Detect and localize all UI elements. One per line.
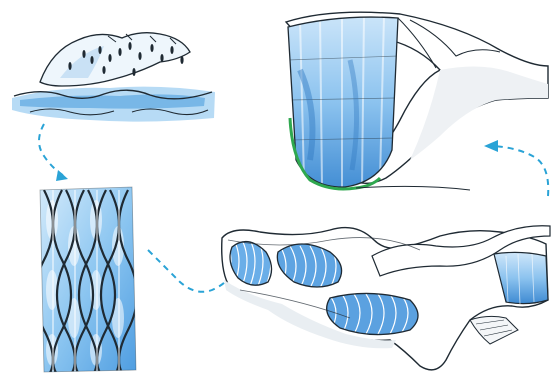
arrowhead-icon: [56, 170, 68, 181]
stage-atrium-detail: [282, 10, 548, 194]
arrowhead-icon: [484, 140, 498, 152]
flow-arrow-1: [39, 124, 64, 176]
flow-arrow-2: [148, 250, 234, 292]
atrium-base-line: [356, 186, 470, 190]
flow-arrow-3: [494, 146, 548, 196]
stage-woven-pattern: [35, 184, 140, 380]
stage-building-model: [222, 226, 550, 370]
stage-water-landscape: [12, 33, 215, 122]
